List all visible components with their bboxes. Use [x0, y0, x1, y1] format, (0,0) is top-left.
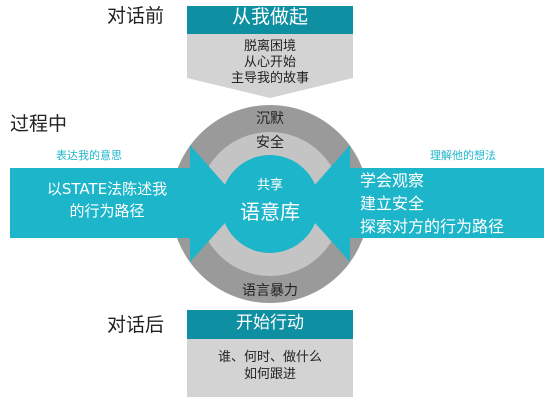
left-arrow-line-2: 的行为路径: [69, 202, 145, 220]
top-box-body: [187, 34, 353, 98]
phase-after-label: 对话后: [107, 314, 165, 336]
ring-safety-label: 安全: [256, 135, 284, 151]
core-small-label: 共享: [256, 178, 283, 193]
bottom-box-header-bar: [187, 310, 353, 339]
bottom-box-header: 开始行动: [236, 313, 304, 333]
right-arrow-line-3: 探索对方的行为路径: [360, 217, 505, 236]
left-tag-box: [14, 150, 164, 165]
bottom-box-line-1: 谁、何时、做什么: [217, 350, 322, 365]
top-box-line-3: 主导我的故事: [230, 71, 309, 86]
core-circle: [221, 155, 319, 253]
left-arrow-line-1: 以STATE法陈述我: [46, 180, 168, 198]
top-box-header: 从我做起: [231, 6, 308, 28]
top-box-header-bar: [187, 6, 353, 34]
phase-before-label: 对话前: [107, 5, 165, 27]
ring-violence-label: 语言暴力: [242, 283, 298, 299]
ring-silence-label: 沉默: [256, 111, 284, 127]
right-arrow-line-1: 学会观察: [360, 171, 425, 190]
core-large-label: 语意库: [240, 200, 300, 224]
right-tag-box: [388, 150, 538, 165]
right-arrow-shape: [298, 145, 544, 262]
top-box-line-2: 从心开始: [243, 55, 296, 70]
bottom-box-body: [187, 339, 353, 397]
top-box-line-1: 脱离困境: [243, 39, 296, 54]
right-arrow-tag: 理解他的想法: [430, 149, 496, 162]
bottom-box-line-2: 如何跟进: [243, 367, 296, 382]
phase-during-label: 过程中: [10, 113, 68, 135]
right-arrow-line-2: 建立安全: [360, 194, 425, 213]
left-arrow-shape: [10, 145, 242, 262]
left-arrow-tag: 表达我的意思: [56, 149, 122, 162]
